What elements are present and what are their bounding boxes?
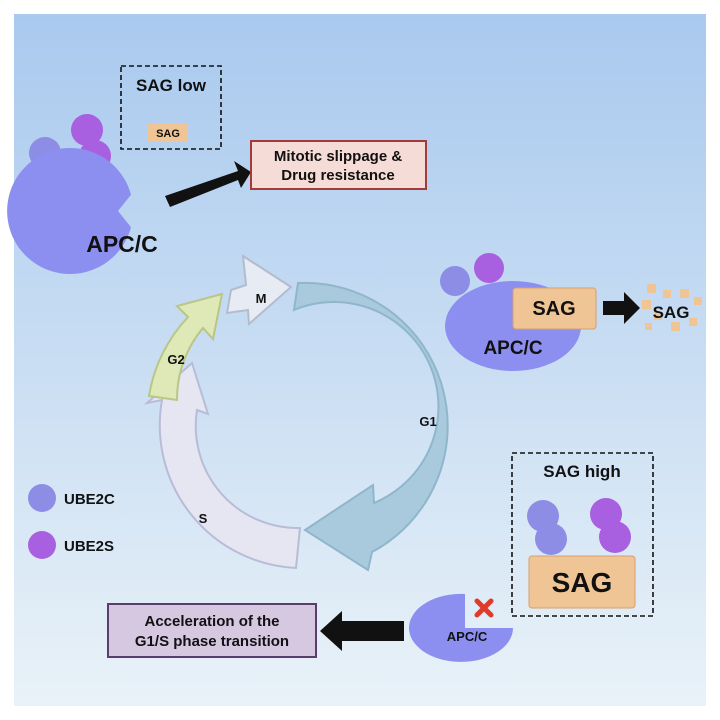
apc-c-pacman — [7, 148, 131, 274]
sag-degraded-label: SAG — [653, 303, 690, 322]
acceleration-line-1: Acceleration of the — [144, 613, 279, 630]
sag-high-scenario: SAG high SAG APC/C — [320, 452, 654, 662]
sag-high-box — [528, 555, 636, 609]
ube2s-circle — [599, 521, 631, 553]
sag-low-sag-label: SAG — [156, 128, 180, 140]
sag-high-label: SAG — [552, 567, 613, 598]
phase-g2-label: G2 — [167, 352, 184, 367]
legend: UBE2C UBE2S — [28, 484, 115, 559]
apc-c-inhibited — [409, 593, 513, 662]
mitotic-slippage-box — [250, 140, 427, 190]
cell-cycle: M G1 S G2 — [143, 254, 449, 572]
sag-fragment — [663, 290, 671, 298]
phase-g1-arrow — [292, 281, 449, 572]
ube2c-circle — [440, 266, 470, 296]
phase-m-label: M — [256, 291, 267, 306]
sag-low-title: SAG low — [136, 76, 207, 95]
sag-fragment — [642, 300, 651, 309]
slippage-line-2: Drug resistance — [281, 167, 394, 184]
sag-bound-label: SAG — [532, 298, 575, 320]
legend-ube2s-swatch — [28, 531, 56, 559]
sag-fragment — [647, 284, 656, 293]
apc-c-label: APC/C — [86, 231, 158, 257]
acceleration-line-2: G1/S phase transition — [135, 633, 289, 650]
ube2c-circle — [535, 523, 567, 555]
phase-s-arrow — [143, 361, 302, 570]
sag-degradation-scenario: SAG APC/C SAG — [440, 253, 702, 371]
sag-fragments — [642, 284, 702, 331]
sag-low-dashed-box — [120, 65, 222, 150]
legend-ube2c-swatch — [28, 484, 56, 512]
arrow-to-degradation — [603, 292, 640, 324]
sag-high-title: SAG high — [543, 462, 620, 481]
sag-low-sag-box — [148, 124, 188, 141]
sag-fragment — [694, 297, 702, 305]
ube2s-circle — [71, 114, 103, 146]
phase-s-label: S — [199, 511, 208, 526]
sag-bound-box — [512, 287, 597, 330]
ube2s-circle — [474, 253, 504, 283]
sag-fragment — [654, 312, 662, 320]
sag-fragment — [689, 318, 697, 326]
legend-ube2s-label: UBE2S — [64, 538, 114, 555]
sag-fragment — [645, 323, 652, 330]
arrow-to-acceleration — [320, 611, 404, 651]
sag-fragment — [680, 289, 689, 298]
sag-fragment — [671, 322, 680, 331]
phase-g1-label: G1 — [419, 414, 436, 429]
sag-low-scenario: SAG low SAG APC/C Mitotic slippage & Dru… — [7, 65, 427, 274]
phase-g2-arrow — [147, 292, 224, 402]
phase-m-arrow — [225, 254, 293, 327]
arrow-to-slippage — [165, 161, 251, 207]
acceleration-box — [107, 603, 317, 658]
slippage-line-1: Mitotic slippage & — [274, 148, 403, 165]
acceleration-outcome: Acceleration of the G1/S phase transitio… — [107, 603, 317, 658]
apc-c-label: APC/C — [483, 338, 542, 359]
apc-c-label: APC/C — [447, 629, 488, 644]
legend-ube2c-label: UBE2C — [64, 491, 115, 508]
red-x-icon — [474, 598, 494, 618]
